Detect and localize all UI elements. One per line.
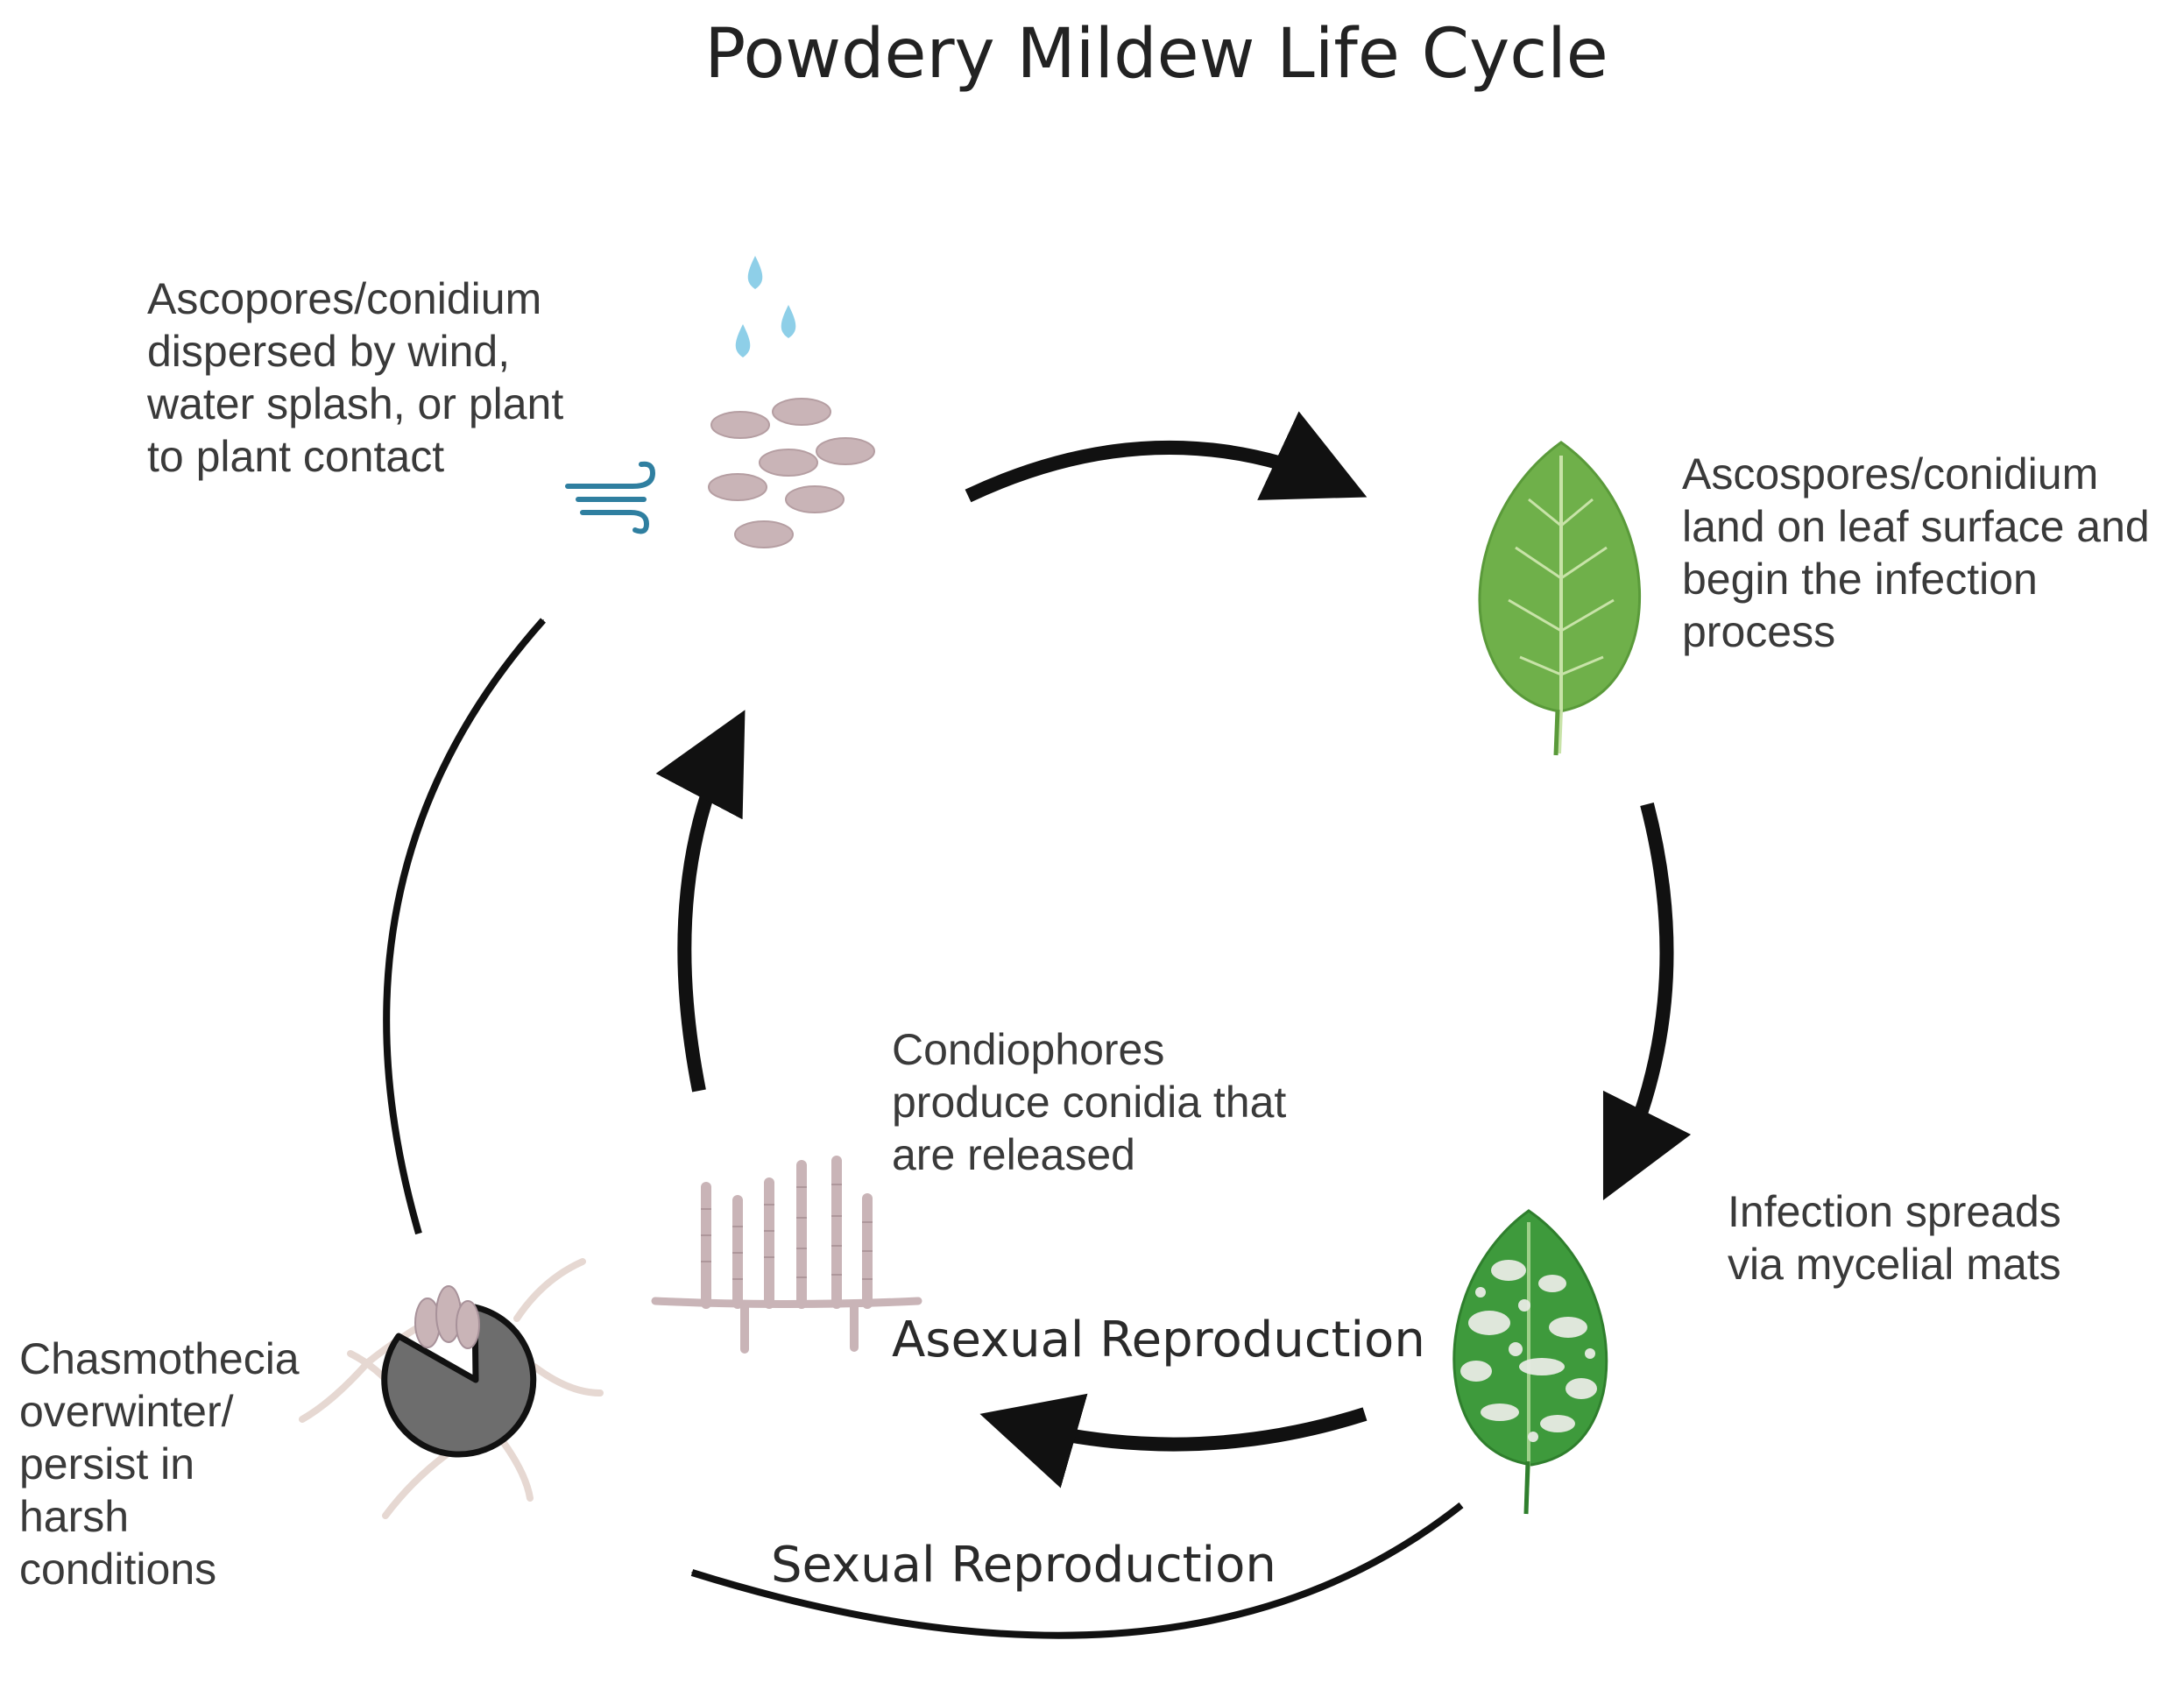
- diagram-title: Powdery Mildew Life Cycle: [704, 15, 1608, 94]
- chasmothecia-text-line-2: overwinter/: [19, 1387, 234, 1436]
- landing-text-line-2: land on leaf surface and: [1682, 502, 2150, 551]
- conidiophores-text-line-2: produce conidia that: [892, 1078, 1286, 1127]
- dispersal-text-line-2: dispersed by wind,: [147, 327, 510, 376]
- conidiophore-stage: Condiophores produce conidia that are re…: [651, 1025, 1286, 1354]
- conidiophores-text-line-3: are released: [892, 1130, 1135, 1179]
- spread-text-line-1: Infection spreads: [1728, 1187, 2061, 1236]
- chasmothecia-text-line-1: Chasmothecia: [19, 1334, 300, 1383]
- chasmothecia-stage: Chasmothecia overwinter/ persist in hars…: [19, 1258, 604, 1594]
- arrow-conidia-to-dispersal: [655, 710, 746, 1092]
- conidiophores-text-line-1: Condiophores: [892, 1025, 1164, 1074]
- conidiophore-segments: [701, 1184, 873, 1280]
- dispersal-text-line-4: to plant contact: [147, 432, 444, 481]
- conidiophore-icon: [651, 1156, 922, 1354]
- healthy-leaf-icon: [1478, 441, 1642, 756]
- arrow-asexual: [979, 1393, 1368, 1488]
- water-drop-icon: [735, 256, 796, 357]
- landing-stage: Ascospores/conidium land on leaf surface…: [1478, 441, 2150, 756]
- landing-text-line-4: process: [1682, 607, 1835, 656]
- dispersal-text-line-1: Ascopores/conidium: [147, 274, 541, 323]
- arrow-landing-to-spread: [1602, 802, 1692, 1201]
- infected-leaf-icon: [1452, 1209, 1608, 1515]
- landing-text-line-3: begin the infection: [1682, 555, 2038, 604]
- arrow-dispersal-to-landing: [965, 411, 1368, 503]
- chasmothecia-text-line-3: persist in: [19, 1439, 194, 1488]
- cycle-arrows: [383, 411, 1692, 1639]
- chasmothecia-text-line-5: conditions: [19, 1545, 216, 1594]
- asexual-reproduction-label: Asexual Reproduction: [892, 1312, 1425, 1368]
- arrow-chasmothecia-to-dispersal: [383, 618, 546, 1235]
- dispersal-stage: Ascopores/conidium dispersed by wind, wa…: [146, 256, 875, 548]
- sexual-reproduction-label: Sexual Reproduction: [771, 1537, 1276, 1594]
- wind-icon: [565, 461, 656, 534]
- chasmothecium-icon: [299, 1258, 604, 1519]
- spores-icon: [708, 398, 875, 548]
- arrow-sexual: [690, 1502, 1464, 1639]
- spread-stage: Infection spreads via mycelial mats: [1452, 1187, 2061, 1515]
- landing-text-line-1: Ascospores/conidium: [1682, 449, 2098, 498]
- spread-text-line-2: via mycelial mats: [1728, 1240, 2061, 1289]
- dispersal-text-line-3: water splash, or plant: [146, 379, 563, 428]
- chasmothecia-text-line-4: harsh: [19, 1492, 129, 1541]
